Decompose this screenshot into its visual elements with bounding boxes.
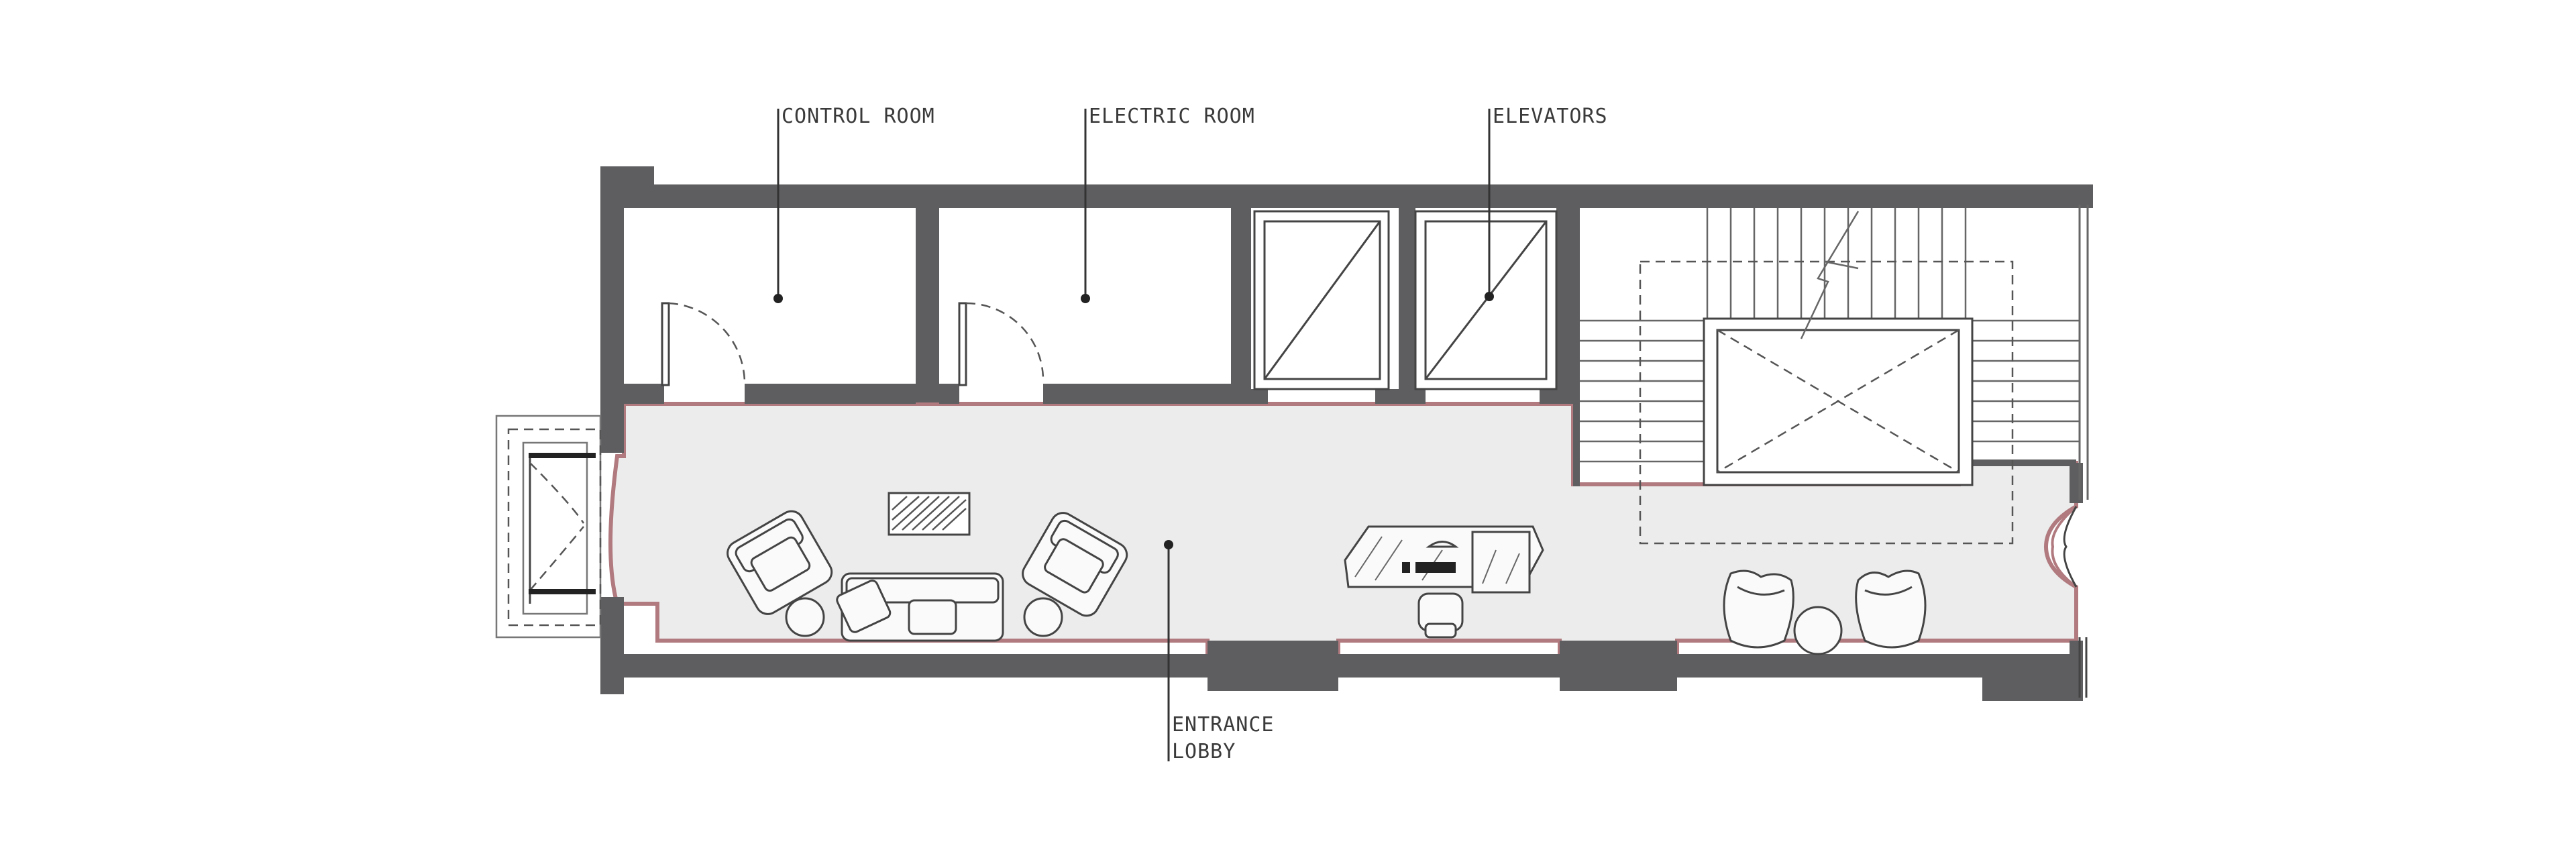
elevator-2 xyxy=(1414,210,1558,390)
coffee-table xyxy=(888,492,971,536)
desk-chair xyxy=(1417,592,1464,639)
sofa xyxy=(836,572,1004,642)
side-table-left xyxy=(785,597,825,637)
control-room-door xyxy=(661,302,746,386)
leader-entrance-lobby xyxy=(1164,540,1173,761)
label-elevators: ELEVATORS xyxy=(1493,105,1608,128)
right-entrance-door xyxy=(2051,505,2088,698)
leader-electric-room xyxy=(1081,109,1090,303)
control-room-area xyxy=(624,208,916,384)
electric-room-door xyxy=(958,302,1044,386)
label-entrance-line2: LOBBY xyxy=(1172,740,1236,763)
lounge-chair-left xyxy=(1723,570,1794,649)
elevator-1 xyxy=(1253,210,1390,390)
label-control-room: CONTROL ROOM xyxy=(782,105,935,128)
armchair-left xyxy=(727,510,833,615)
label-electric-room: ELECTRIC ROOM xyxy=(1089,105,1255,128)
label-entrance-line1: ENTRANCE xyxy=(1172,713,1275,737)
armchair-right xyxy=(1022,512,1128,617)
bistro-table xyxy=(1793,606,1843,655)
left-vestibule xyxy=(495,415,602,639)
exterior-walls xyxy=(600,166,2093,701)
side-table-right xyxy=(1023,597,1063,637)
staircase xyxy=(1580,205,2089,545)
leader-control-room xyxy=(773,109,783,303)
leader-elevators xyxy=(1485,109,1494,301)
lounge-chair-right xyxy=(1855,570,1927,649)
reception-desk xyxy=(1344,525,1544,594)
